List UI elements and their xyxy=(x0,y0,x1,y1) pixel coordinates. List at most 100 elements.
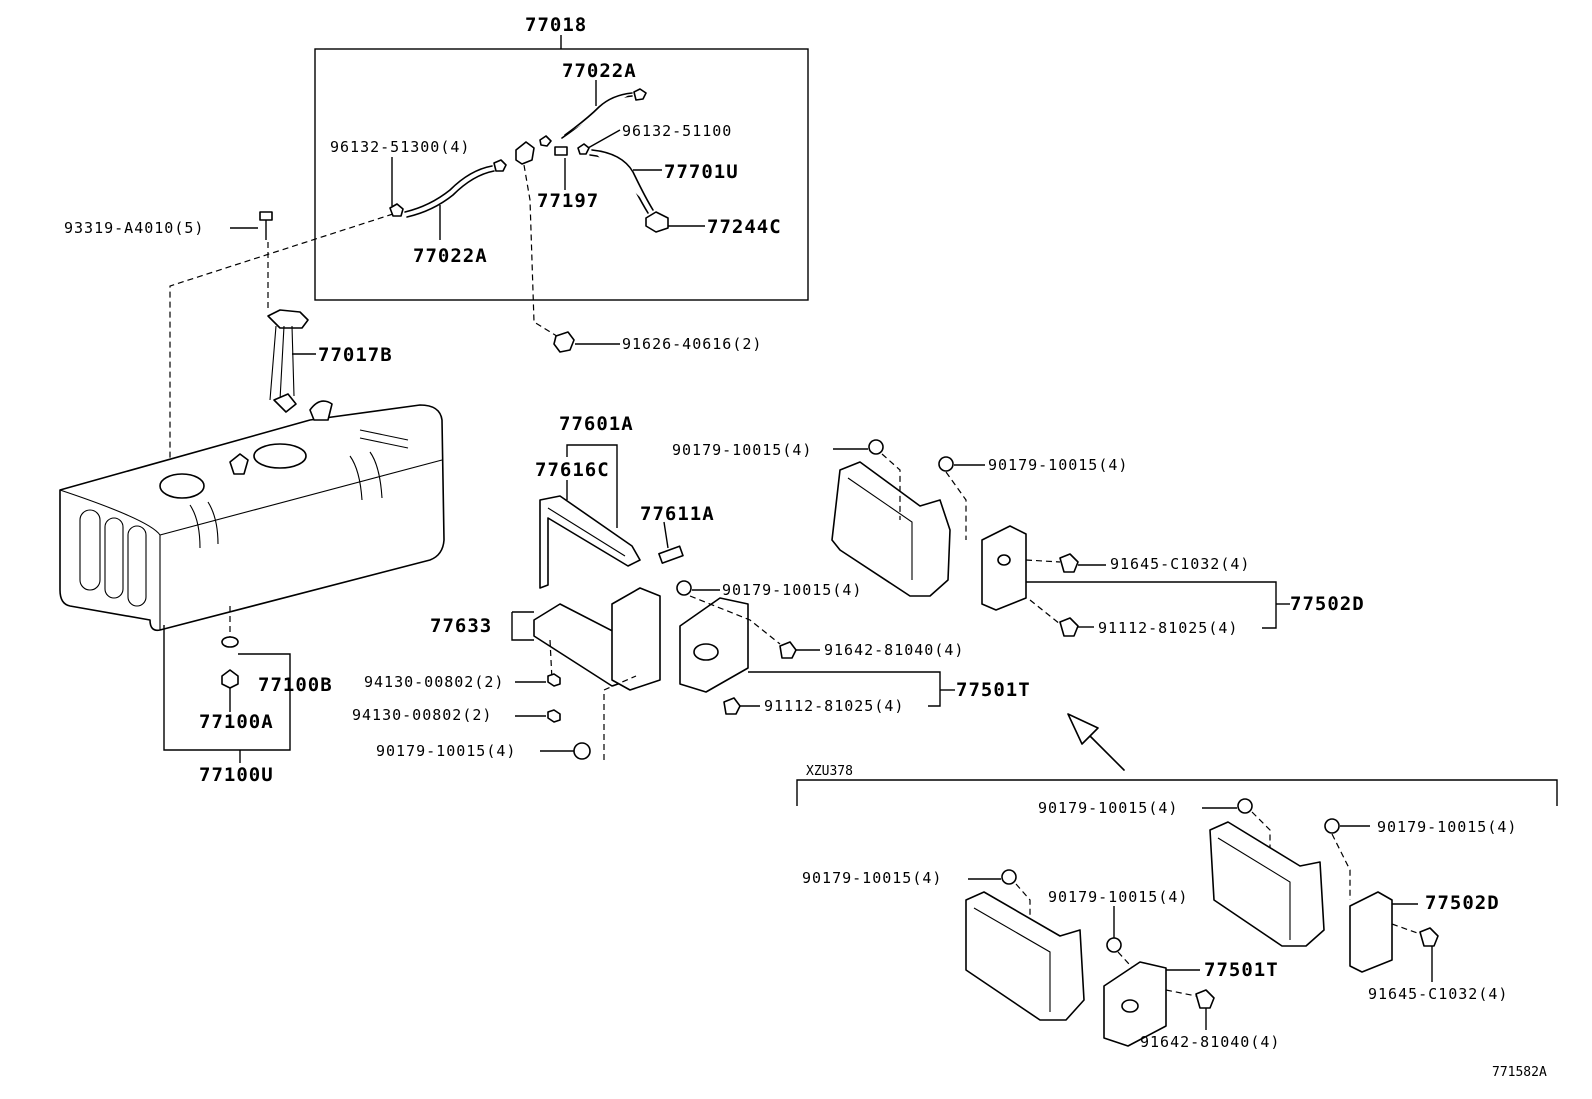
bracket-77501t-hole xyxy=(693,643,719,661)
leader-77611a xyxy=(663,521,669,549)
label-91642-a: 91642-81040(4) xyxy=(824,641,964,659)
tank-band-2 xyxy=(189,501,219,549)
dash-90179-h xyxy=(1117,951,1141,977)
bracket-77100u xyxy=(163,625,291,751)
gauge-tubes xyxy=(269,325,295,401)
bolt-91642-a xyxy=(779,641,797,659)
kit-77018-box xyxy=(314,48,809,301)
tank-band-1 xyxy=(349,451,383,501)
hose-77022a-bottom xyxy=(404,165,493,213)
dash-91645-a xyxy=(1025,559,1061,563)
plate-77502d-hole xyxy=(997,554,1011,566)
label-77502d-a: 77502D xyxy=(1290,593,1365,615)
nut-90179-c xyxy=(676,580,692,596)
joint-77197 xyxy=(554,146,568,156)
nut-90179-d xyxy=(573,742,591,760)
gauge-float xyxy=(273,393,297,413)
frame-right xyxy=(831,461,951,597)
label-77017b: 77017B xyxy=(318,344,393,366)
plate-77502d xyxy=(981,525,1027,611)
plate-77502d-xzu xyxy=(1349,891,1393,973)
bracket-77501t xyxy=(679,597,749,693)
dash-nuts xyxy=(549,639,553,681)
label-90179-f: 90179-10015(4) xyxy=(1377,818,1517,836)
nut-90179-a xyxy=(868,439,884,455)
dash-valve xyxy=(523,164,561,339)
label-94130-b: 94130-00802(2) xyxy=(352,706,492,724)
tank-port-2 xyxy=(253,443,307,469)
label-77633: 77633 xyxy=(430,615,492,637)
leader-96132-51100 xyxy=(587,129,621,149)
bolt-91645-a xyxy=(1059,553,1079,573)
label-91645-b: 91645-C1032(4) xyxy=(1368,985,1508,1003)
label-93319: 93319-A4010(5) xyxy=(64,219,204,237)
frame-xzu-left xyxy=(965,891,1085,1021)
direction-arrow xyxy=(1067,713,1125,771)
valve xyxy=(515,141,535,165)
label-91642-b: 91642-81040(4) xyxy=(1140,1033,1280,1051)
bolt-91626 xyxy=(553,331,575,353)
clamp-top xyxy=(633,88,647,101)
dash-91645-b xyxy=(1391,923,1421,935)
bolt-91645-b xyxy=(1419,927,1439,947)
label-90179-a: 90179-10015(4) xyxy=(672,441,812,459)
clip-hose-end xyxy=(493,159,507,172)
dash-91642-b xyxy=(1165,989,1197,997)
tank-rib-2 xyxy=(104,517,124,599)
label-77022a-bottom: 77022A xyxy=(413,245,488,267)
label-77502d-b: 77502D xyxy=(1425,892,1500,914)
tank-strap-groove xyxy=(359,429,409,449)
dash-90179-d xyxy=(603,675,637,760)
support-77633-plate xyxy=(611,587,661,691)
label-77022a-top: 77022A xyxy=(562,60,637,82)
clip-96132-51100 xyxy=(577,143,590,155)
nut-90179-b xyxy=(938,456,954,472)
label-77501t-b: 77501T xyxy=(1204,959,1279,981)
label-91626: 91626-40616(2) xyxy=(622,335,762,353)
frame-xzu-right xyxy=(1209,821,1325,947)
tank-vent xyxy=(309,400,333,421)
label-90179-h: 90179-10015(4) xyxy=(1048,888,1188,906)
leader-77633 xyxy=(511,612,534,641)
tank-port-1 xyxy=(159,473,205,499)
label-77611a: 77611A xyxy=(640,503,715,525)
dash-91112-a xyxy=(1029,599,1061,625)
label-90179-g: 90179-10015(4) xyxy=(802,869,942,887)
label-77501t-a: 77501T xyxy=(956,679,1031,701)
hose-77022a-top-edge xyxy=(564,92,633,136)
drawing-number: 771582A xyxy=(1492,1065,1547,1080)
plug-77100a xyxy=(221,669,239,689)
label-77100b: 77100B xyxy=(258,674,333,696)
nut-94130-b xyxy=(547,709,561,723)
bracket-77502d-a xyxy=(1026,581,1277,629)
hose-77701u-edge xyxy=(591,149,654,211)
gauge-flange-77017b xyxy=(267,309,309,329)
frame-right-inner xyxy=(847,477,913,580)
dash-90179-a xyxy=(881,453,901,520)
label-91112-a: 91112-81025(4) xyxy=(1098,619,1238,637)
label-77100a: 77100A xyxy=(199,711,274,733)
tank-rib-3 xyxy=(127,525,147,607)
label-90179-b: 90179-10015(4) xyxy=(988,456,1128,474)
band-77616c xyxy=(539,495,641,589)
hose-77022a-bottom-edge xyxy=(406,170,495,218)
fuel-tank-body xyxy=(59,404,445,632)
tank-rib-1 xyxy=(79,509,101,591)
bolt-91112-b xyxy=(723,697,741,715)
label-91645-a: 91645-C1032(4) xyxy=(1110,555,1250,573)
nut-94130-a xyxy=(547,673,561,687)
tank-end-edge xyxy=(59,489,161,630)
bracket-77501t-xzu-hole xyxy=(1121,999,1139,1013)
bracket-77501t-a xyxy=(748,671,941,707)
dash-93319-tank xyxy=(169,213,394,490)
label-xzu378: XZU378 xyxy=(806,764,853,779)
dash-91642-a xyxy=(689,595,781,645)
label-77616c: 77616C xyxy=(535,459,610,481)
tank-top-edge xyxy=(159,459,443,536)
clip-upper xyxy=(539,135,552,147)
label-77197: 77197 xyxy=(537,190,599,212)
label-77244c: 77244C xyxy=(707,216,782,238)
label-90179-e: 90179-10015(4) xyxy=(1038,799,1178,817)
dash-90179-f xyxy=(1331,833,1351,900)
